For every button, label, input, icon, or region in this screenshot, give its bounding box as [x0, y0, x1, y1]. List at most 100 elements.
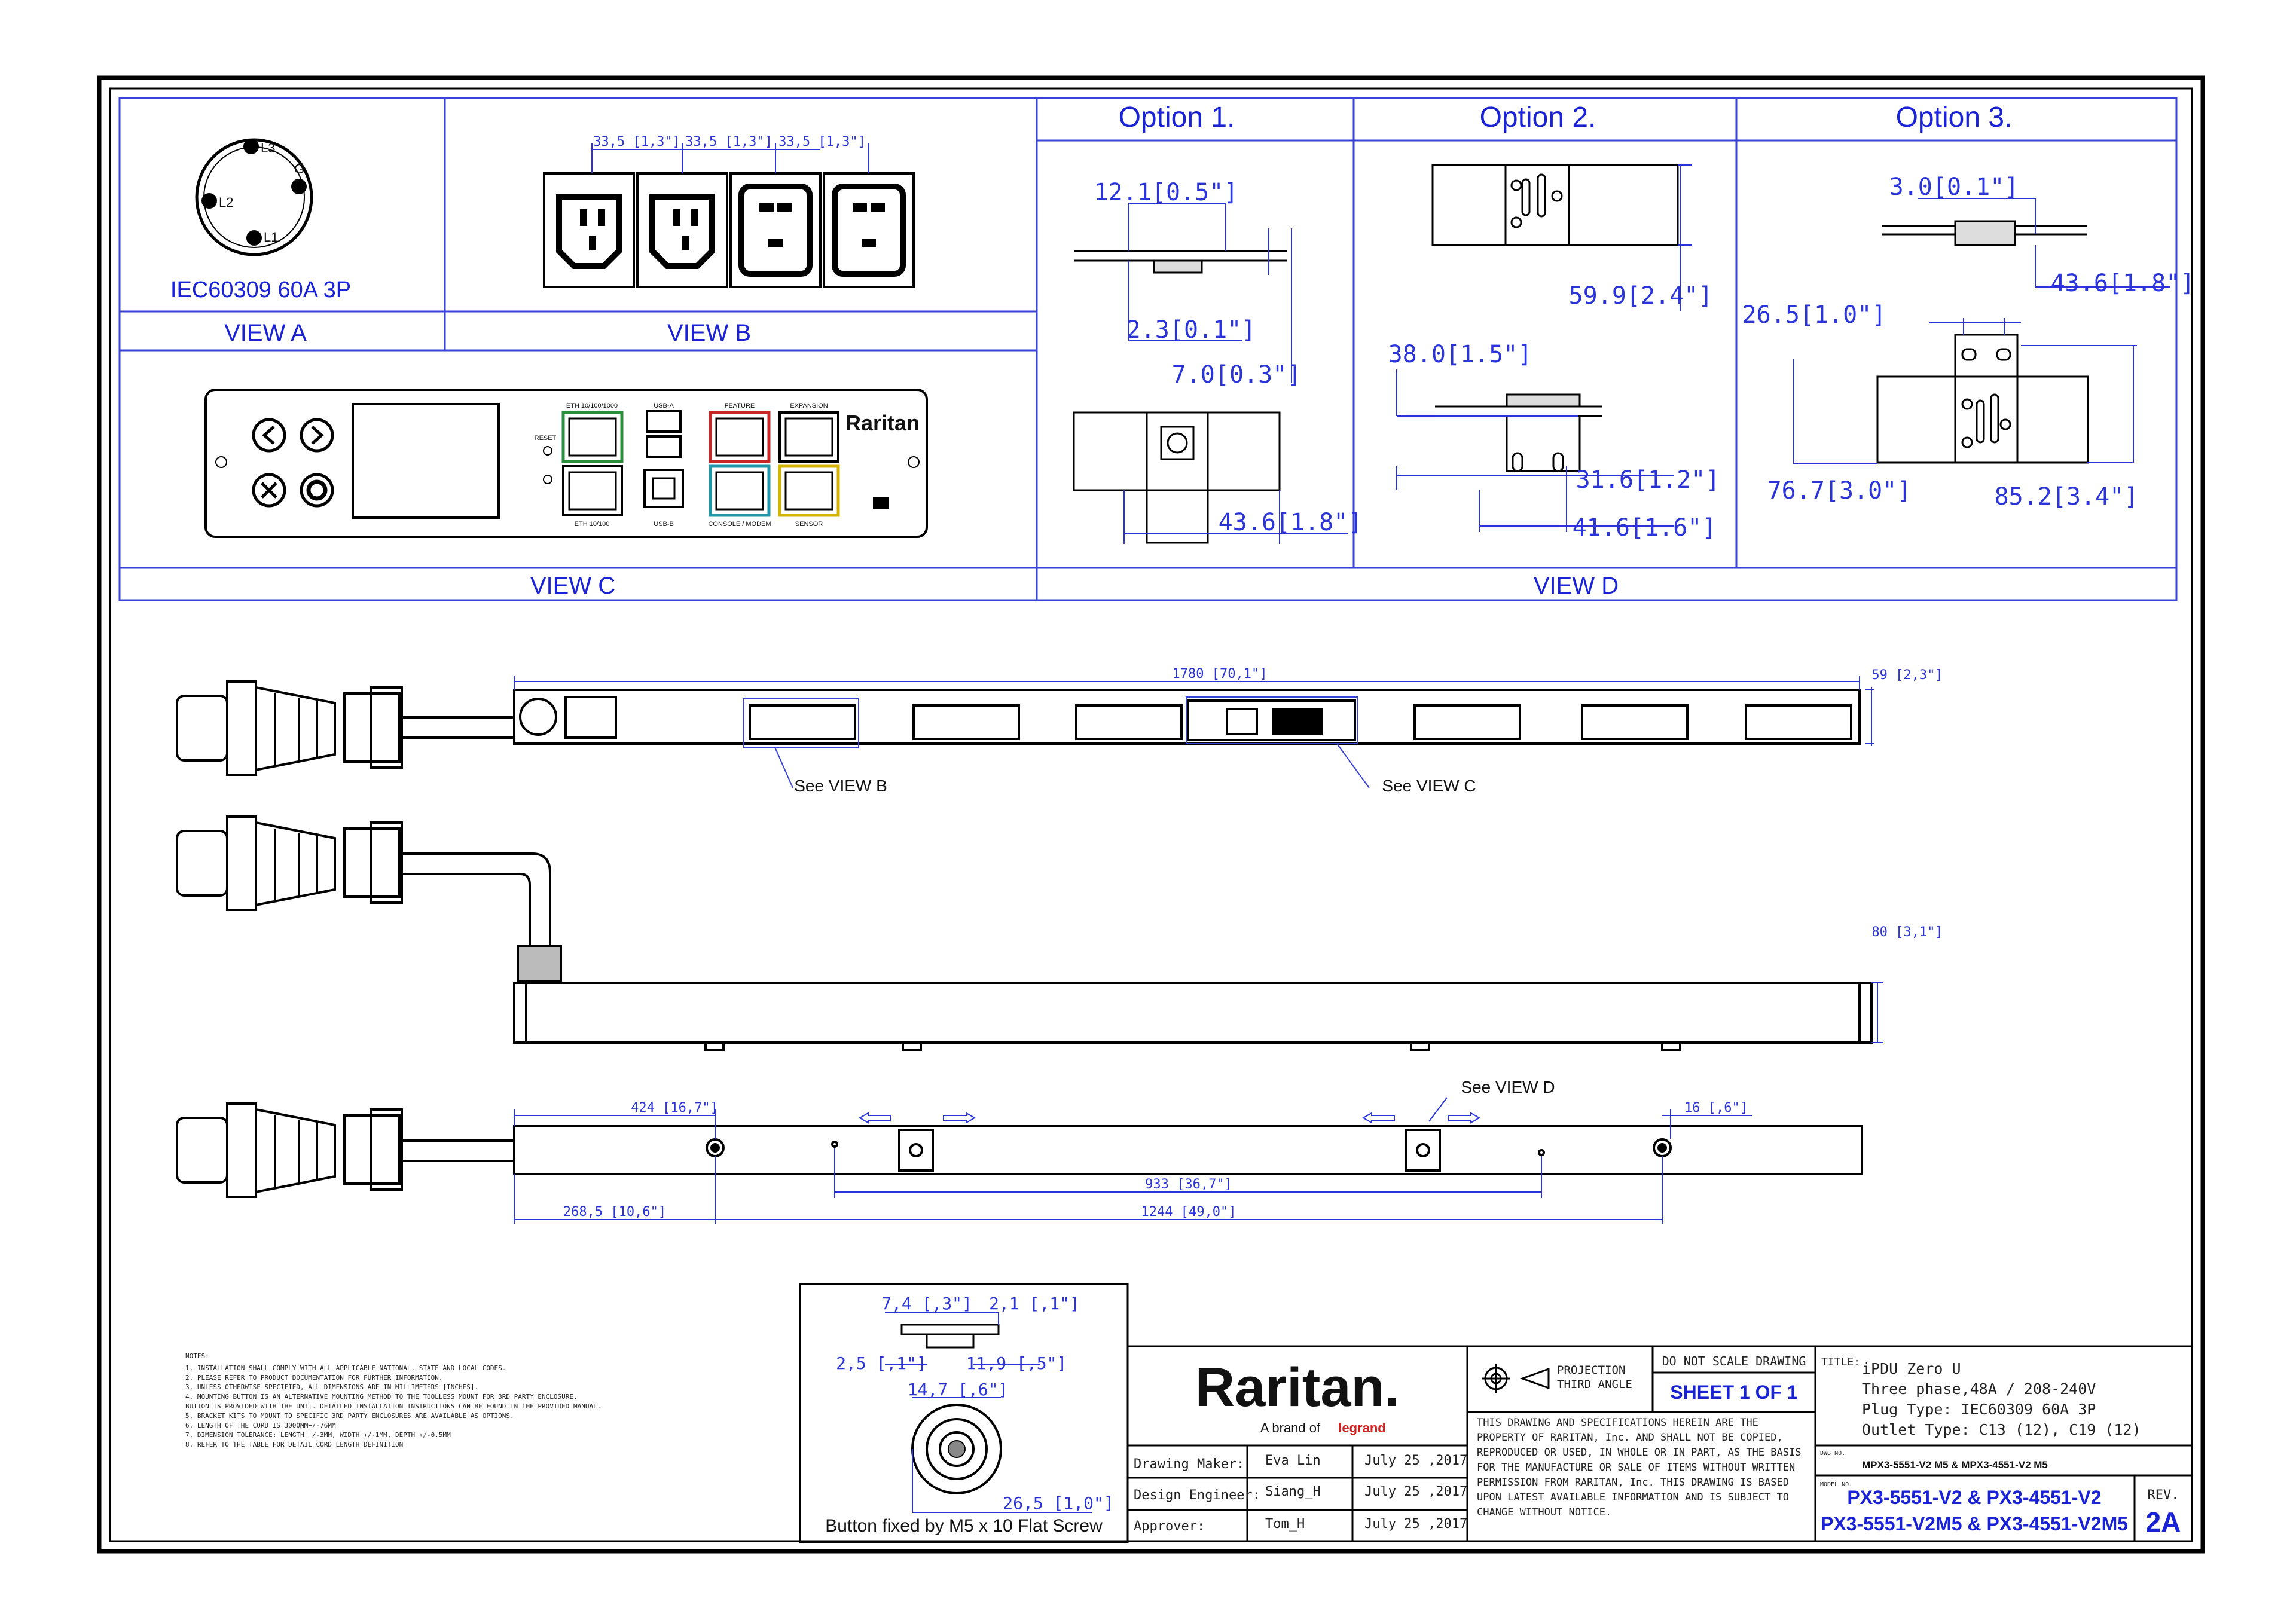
pin-l3: [243, 139, 259, 154]
model-number-2: PX3-5551-V2M5 & PX3-4551-V2M5: [1821, 1513, 2128, 1535]
reset-label: RESET: [535, 435, 557, 442]
dwg-label: DWG NO.: [1820, 1450, 1845, 1457]
usb-a-port-1[interactable]: [646, 410, 682, 433]
option-1-title: Option 1.: [1119, 102, 1235, 133]
callout-view-d: See VIEW D: [1461, 1078, 1555, 1096]
do-not-scale: DO NOT SCALE DRAWING: [1662, 1354, 1806, 1368]
option-3-dim-1: 3.0[0.1"]: [1889, 173, 2019, 201]
dwg-number: MPX3-5551-V2 M5 & MPX3-4551-V2 M5: [1862, 1459, 2048, 1471]
eth-1000-port[interactable]: [561, 411, 624, 463]
left-nav-button[interactable]: [252, 418, 286, 453]
disclaimer: THIS DRAWING AND SPECIFICATIONS HEREIN A…: [1477, 1417, 1802, 1518]
engineer-role: Design Engineer:: [1134, 1488, 1260, 1503]
button-caption: Button fixed by M5 x 10 Flat Screw: [825, 1516, 1103, 1536]
cancel-button[interactable]: [252, 473, 286, 508]
pin-l2-label: L2: [219, 195, 233, 210]
view-a-label: VIEW A: [224, 320, 307, 346]
note-6: 6. LENGTH OF THE CORD IS 3000MM+/-76MM: [185, 1422, 336, 1429]
outlet-c19-1: [729, 172, 822, 288]
disclaimer-box: THIS DRAWING AND SPECIFICATIONS HEREIN A…: [1477, 1417, 1802, 1518]
sensor-label: SENSOR: [795, 521, 823, 528]
note-7: 7. DIMENSION TOLERANCE: LENGTH +/-3MM, W…: [185, 1431, 451, 1439]
lcd-display: [352, 403, 500, 519]
back-dim-4: 268,5 [10,6"]: [563, 1205, 666, 1219]
option-1-dim-1: 12.1[0.5"]: [1094, 179, 1238, 206]
rev-label: REV.: [2148, 1488, 2179, 1503]
button-dim-4: 11,9 [,5"]: [966, 1353, 1067, 1373]
maker-date: July 25 ,2017: [1364, 1453, 1467, 1468]
right-nav-button[interactable]: [300, 418, 334, 453]
front-width-dim: 59 [2,3"]: [1871, 668, 1943, 683]
eth-100-label: ETH 10/100: [575, 521, 610, 528]
back-dim-5: 1244 [49,0"]: [1141, 1205, 1236, 1219]
callout-view-b: See VIEW B: [794, 777, 887, 795]
model-number-1: PX3-5551-V2 & PX3-4551-V2: [1847, 1487, 2101, 1508]
feature-port[interactable]: [709, 411, 771, 463]
option-3-dim-3: 26.5[1.0"]: [1742, 301, 1886, 329]
usb-a-port-2[interactable]: [646, 435, 682, 458]
option-2-dim-2: 38.0[1.5"]: [1388, 341, 1532, 368]
eth-1000-label: ETH 10/100/1000: [566, 402, 618, 409]
expansion-port[interactable]: [778, 411, 839, 463]
view-b-dim-3: 33,5 [1,3"]: [778, 135, 866, 149]
feature-label: FEATURE: [725, 402, 755, 409]
raritan-logo: Raritan.: [1195, 1357, 1400, 1418]
option-1-dim-4: 43.6[1.8"]: [1219, 509, 1363, 536]
pin-l1-label: L1: [264, 230, 278, 244]
ok-button[interactable]: [300, 473, 334, 508]
revision: 2A: [2146, 1506, 2181, 1538]
option-3-title: Option 3.: [1896, 102, 2013, 133]
view-b-dim-2: 33,5 [1,3"]: [685, 135, 773, 149]
view-b-dim-lines: [591, 143, 869, 173]
panel-brand: Raritan: [845, 411, 920, 435]
eth-100-port[interactable]: [562, 465, 623, 516]
pdu-side-body: [513, 982, 1873, 1051]
pin-l1: [246, 230, 262, 246]
sensor-port[interactable]: [778, 464, 840, 517]
option-3-dim-4: 76.7[3.0"]: [1767, 477, 1912, 505]
pin-l3-label: L3: [261, 140, 275, 155]
option-2-dim-3: 31.6[1.2"]: [1576, 466, 1720, 494]
back-dim-2: 16 [,6"]: [1684, 1101, 1748, 1115]
maker-name: Eva Lin: [1265, 1453, 1321, 1468]
note-4: 4. MOUNTING BUTTON IS AN ALTERNATIVE MOU…: [185, 1393, 578, 1401]
back-dim-3: 933 [36,7"]: [1145, 1177, 1232, 1192]
maker-role: Drawing Maker:: [1134, 1457, 1244, 1472]
option-3-dim-lines: [1793, 198, 2170, 464]
view-c-label: VIEW C: [530, 573, 615, 599]
note-3: 3. UNLESS OTHERWISE SPECIFIED, ALL DIMEN…: [185, 1383, 478, 1391]
brand-line: A brand of: [1260, 1420, 1321, 1435]
outlet-c13-2: [636, 172, 728, 288]
callout-view-c: See VIEW C: [1382, 777, 1476, 795]
option-2-drawing: [1431, 164, 1679, 472]
approver-date: July 25 ,2017: [1364, 1517, 1467, 1532]
pin-l2: [201, 193, 217, 209]
usb-b-label: USB-B: [654, 521, 674, 528]
usb-a-label: USB-A: [654, 402, 674, 409]
title-line-2: Three phase,48A / 208-240V: [1862, 1380, 2096, 1398]
button-dim-1: 7,4 [,3"]: [881, 1294, 972, 1313]
usb-b-port[interactable]: [643, 469, 684, 508]
button-dim-6: 26,5 [1,0"]: [1003, 1493, 1113, 1513]
view-b-outlets: [543, 172, 915, 288]
console-modem-port[interactable]: [709, 464, 771, 517]
option-1-dim-2: 2.3[0.1"]: [1126, 316, 1256, 344]
title-block: [1126, 1345, 2193, 1542]
note-2: 2. PLEASE REFER TO PRODUCT DOCUMENTATION…: [185, 1374, 442, 1381]
approver-name: Tom_H: [1265, 1517, 1305, 1532]
view-b-label: VIEW B: [667, 320, 751, 346]
projection-box: PROJECTION THIRD ANGLE: [1557, 1364, 1632, 1391]
notes: NOTES: 1. INSTALLATION SHALL COMPLY WITH…: [185, 1352, 601, 1448]
option-2-dim-1: 59.9[2.4"]: [1569, 282, 1713, 310]
view-d-label: VIEW D: [1534, 573, 1619, 599]
model-label: MODEL NO.: [1820, 1481, 1852, 1488]
option-1-drawing: [1073, 250, 1287, 544]
back-dim-1: 424 [16,7"]: [631, 1101, 718, 1115]
note-5: 5. BRACKET KITS TO MOUNT TO SPECIFIC 3RD…: [185, 1412, 514, 1420]
option-2-dim-4: 41.6[1.6"]: [1573, 514, 1717, 542]
title-label: TITLE:: [1821, 1356, 1860, 1368]
back-dim-lines: [514, 1109, 1752, 1224]
side-depth-dim: 80 [3,1"]: [1871, 925, 1943, 940]
reset-button[interactable]: [543, 446, 552, 456]
title-line-1: iPDU Zero U: [1862, 1360, 1961, 1377]
